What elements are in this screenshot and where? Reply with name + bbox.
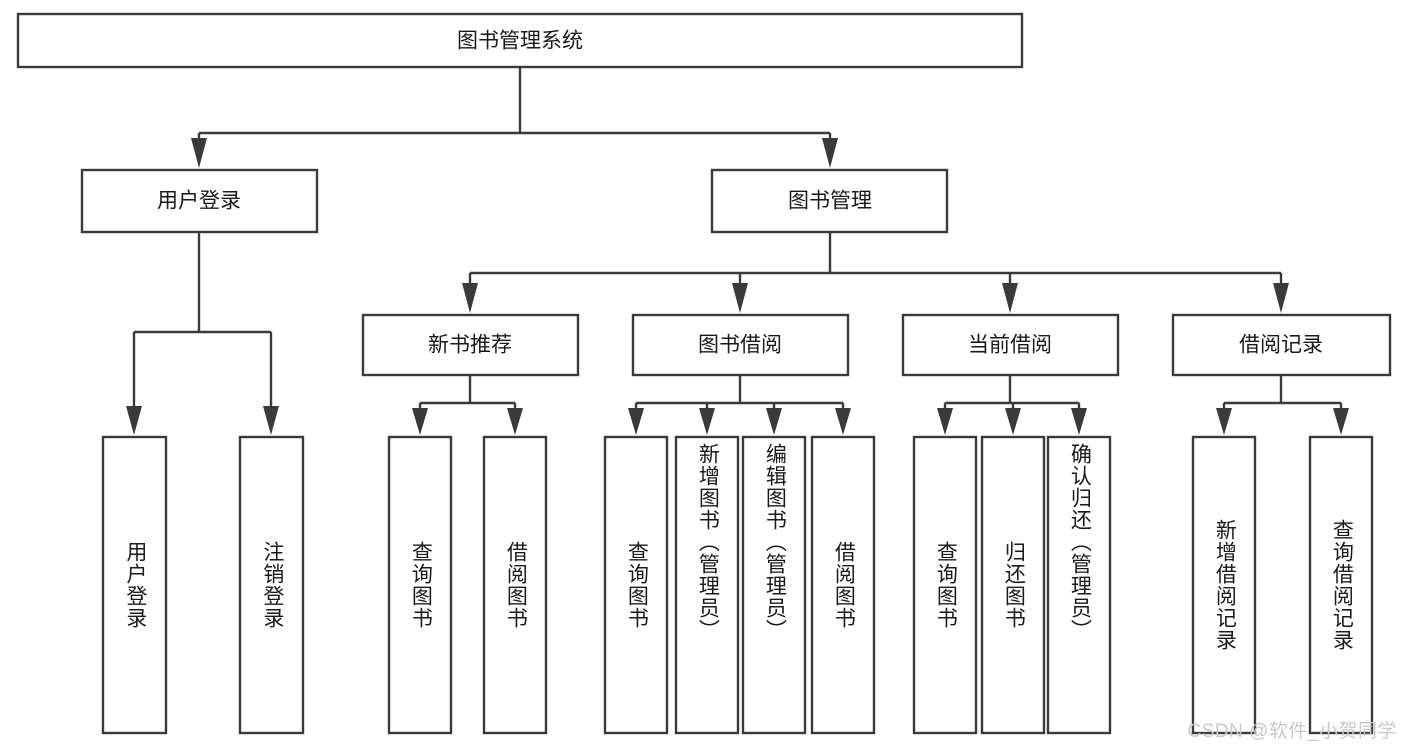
node-user-login-label: 用户登录 bbox=[157, 190, 241, 213]
arrow-current-leaf-2 bbox=[1005, 408, 1021, 435]
node-user-login[interactable] bbox=[80, 168, 319, 234]
leaf-logout[interactable] bbox=[238, 435, 305, 735]
arrow-user-login-leaf-1 bbox=[126, 406, 142, 435]
node-new-book-recommend-label: 新书推荐 bbox=[428, 334, 512, 357]
node-root-label: 图书管理系统 bbox=[457, 30, 583, 53]
node-box-group: 图书管理系统 用户登录 图书管理 新书推荐 图书借阅 当前借阅 借阅记录 bbox=[16, 12, 1392, 735]
leaf-edit-book[interactable] bbox=[741, 435, 807, 735]
arrow-current-leaf-1 bbox=[937, 408, 953, 435]
node-book-borrow[interactable] bbox=[631, 313, 850, 377]
leaf-query-book-1[interactable] bbox=[387, 435, 453, 735]
node-current-borrow-label: 当前借阅 bbox=[968, 334, 1052, 357]
arrow-user-login-leaf-2 bbox=[263, 406, 279, 435]
arrow-borrow-leaf-2 bbox=[699, 408, 715, 435]
csdn-watermark: CSDN @软件_小贺同学 bbox=[1187, 721, 1397, 742]
arrow-borrow-leaf-4 bbox=[835, 408, 851, 435]
node-book-borrow-label: 图书借阅 bbox=[698, 334, 782, 357]
node-borrow-record[interactable] bbox=[1171, 313, 1392, 377]
node-book-management-label: 图书管理 bbox=[788, 190, 872, 213]
arrow-new-book-leaf-1 bbox=[412, 408, 428, 435]
leaf-query-book-3[interactable] bbox=[912, 435, 978, 735]
node-new-book-recommend[interactable] bbox=[361, 313, 580, 377]
leaf-query-book-2[interactable] bbox=[603, 435, 669, 735]
leaf-return-book[interactable] bbox=[980, 435, 1046, 735]
arrow-root-to-book-mgmt bbox=[822, 138, 838, 168]
node-borrow-record-label: 借阅记录 bbox=[1239, 334, 1323, 357]
arrow-book-mgmt-to-borrow bbox=[732, 283, 748, 313]
leaf-add-book[interactable] bbox=[674, 435, 740, 735]
node-book-management[interactable] bbox=[710, 168, 949, 234]
arrow-book-mgmt-to-current bbox=[1002, 283, 1018, 313]
node-root[interactable] bbox=[16, 12, 1024, 69]
arrow-borrow-leaf-3 bbox=[766, 408, 782, 435]
connector-group bbox=[126, 67, 1349, 435]
leaf-borrow-book-2[interactable] bbox=[810, 435, 876, 735]
arrow-root-to-user-login bbox=[191, 138, 207, 168]
leaf-confirm-return[interactable] bbox=[1046, 435, 1112, 735]
node-current-borrow[interactable] bbox=[901, 313, 1120, 377]
leaf-query-record[interactable] bbox=[1308, 435, 1374, 735]
arrow-current-leaf-3 bbox=[1071, 408, 1087, 435]
arrow-book-mgmt-to-record bbox=[1273, 283, 1289, 313]
arrow-borrow-leaf-1 bbox=[628, 408, 644, 435]
leaf-borrow-book-1[interactable] bbox=[482, 435, 548, 735]
arrow-record-leaf-2 bbox=[1333, 408, 1349, 435]
arrow-book-mgmt-to-new-book bbox=[462, 283, 478, 313]
arrow-new-book-leaf-2 bbox=[507, 408, 523, 435]
arrow-record-leaf-1 bbox=[1216, 408, 1232, 435]
leaf-add-record[interactable] bbox=[1191, 435, 1257, 735]
leaf-user-login[interactable] bbox=[101, 435, 168, 735]
